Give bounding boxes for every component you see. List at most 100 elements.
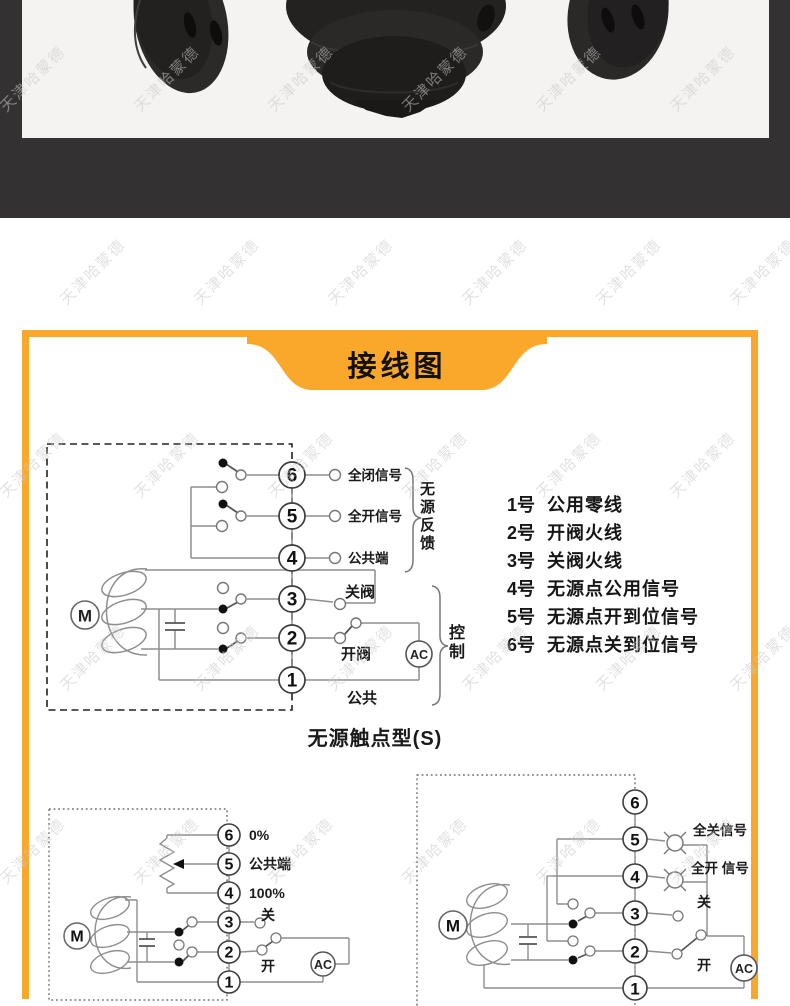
contacts	[173, 916, 282, 958]
legend-num: 5号	[507, 607, 536, 627]
ac-symbol	[730, 954, 758, 982]
legend-num: 4号	[507, 579, 536, 599]
ac-symbol	[310, 951, 336, 977]
motor-label: M	[446, 917, 460, 936]
legend-row: 3号关阀火线	[507, 546, 699, 574]
main-diagram-caption: 无源触点型(S)	[308, 726, 443, 750]
terminal-6: 6	[225, 828, 234, 845]
hundred-percent-label: 100%	[249, 885, 285, 901]
photo-left-margin	[0, 0, 22, 138]
terminal-4: 4	[287, 549, 298, 570]
zero-percent-label: 0%	[249, 827, 270, 843]
legend-num: 6号	[507, 635, 536, 655]
ac-label: AC	[735, 962, 753, 976]
dotted-border	[416, 774, 636, 1006]
terminal-3: 3	[630, 905, 639, 924]
legend-num: 2号	[507, 523, 536, 543]
actuator-dashed-border	[46, 443, 293, 711]
legend-row: 5号无源点开到位信号	[507, 602, 699, 630]
dotted-border	[48, 808, 228, 1001]
close-valve-label: 关阀	[345, 583, 375, 601]
motor-symbol	[70, 600, 100, 630]
motor-symbol	[438, 910, 468, 940]
close-label: 关	[261, 907, 275, 923]
wires	[101, 474, 420, 681]
wiring-diagram-panel: 接线图	[22, 330, 758, 1006]
capacitor-and-blades	[165, 463, 353, 649]
contacts	[215, 468, 362, 645]
full-closed-signal-label: 全关信号	[692, 822, 747, 838]
white-gap	[0, 218, 790, 330]
full-closed-signal-label: 全闭信号	[347, 467, 402, 483]
open-label: 开	[697, 957, 711, 973]
closed-contacts	[568, 919, 578, 965]
right-flange	[567, 0, 669, 80]
legend-row: 2号开阀火线	[507, 518, 699, 546]
wires	[466, 802, 745, 989]
open-label: 开	[261, 958, 275, 974]
left-flange	[133, 0, 229, 94]
terminal-3: 3	[225, 915, 234, 932]
close-label: 关	[697, 894, 711, 910]
control-label: 控制	[446, 624, 463, 662]
valve-body	[286, 0, 506, 118]
ac-label: AC	[410, 648, 428, 662]
banner-title: 接线图	[347, 351, 447, 383]
banner-ribbon	[247, 336, 547, 390]
control-brace	[431, 585, 449, 706]
wires	[90, 834, 350, 983]
legend-label: 无源点开到位信号	[547, 607, 699, 627]
lamp-symbols	[663, 831, 687, 892]
terminal-4: 4	[225, 886, 234, 903]
ac-label: AC	[314, 958, 332, 972]
terminal-5: 5	[225, 857, 234, 874]
motor-symbol	[63, 922, 91, 950]
lamp-feedback-diagram: M AC 6 5 4 3 2 1 全关信号 全开 信号 关 开	[416, 774, 758, 1006]
motor-label: M	[78, 607, 92, 626]
contacts	[567, 898, 707, 960]
legend-num: 3号	[507, 551, 536, 571]
terminal-1: 1	[287, 671, 298, 692]
legend-label: 开阀火线	[547, 523, 623, 543]
terminal-1: 1	[225, 975, 234, 992]
legend-label: 无源点公用信号	[547, 579, 680, 599]
full-open-signal-label: 全开信号	[347, 508, 402, 524]
legend-row: 6号无源点关到位信号	[507, 630, 699, 658]
common-label: 公共	[347, 690, 377, 707]
terminal-2: 2	[225, 945, 234, 962]
terminal-column: 6 5 4 3 2 1	[217, 823, 241, 994]
terminal-legend: 1号公用零线 2号开阀火线 3号关阀火线 4号无源点公用信号 5号无源点开到位信…	[507, 490, 699, 658]
ac-symbol	[405, 640, 433, 668]
potentiometer-diagram: M AC 6 5 4 3 2 1 0% 公共端 100% 关 开	[48, 808, 350, 1001]
legend-label: 无源点关到位信号	[547, 635, 699, 655]
passive-feedback-brace	[404, 467, 422, 573]
full-open-signal-label: 全开 信号	[690, 860, 749, 876]
dark-divider-bar	[0, 138, 790, 218]
terminal-5: 5	[630, 831, 639, 850]
open-valve-label: 开阀	[341, 645, 371, 663]
legend-num: 1号	[507, 495, 536, 515]
photo-right-margin	[769, 0, 790, 138]
capacitor-and-blades	[519, 915, 698, 959]
terminal-6: 6	[630, 794, 639, 813]
braces	[404, 467, 449, 706]
capacitor-and-blades	[139, 924, 274, 962]
terminal-3: 3	[287, 590, 298, 611]
legend-label: 关阀火线	[547, 551, 623, 571]
common-terminal-label: 公共端	[249, 856, 291, 872]
terminal-6: 6	[287, 466, 298, 487]
terminal-column: 6 5 4 3 2 1	[622, 789, 648, 1001]
legend-label: 公用零线	[547, 495, 623, 515]
product-photo	[133, 0, 669, 118]
product-photo-section	[0, 0, 790, 138]
terminal-4: 4	[630, 868, 640, 887]
terminal-5: 5	[287, 507, 298, 528]
legend-row: 1号公用零线	[507, 490, 699, 518]
wiper-arrow	[173, 859, 184, 869]
passive-feedback-label: 无源反馈	[418, 481, 435, 553]
main-wiring-diagram: M AC 6 5 4 3 2 1 全闭信号 全开信号 公共端 关阀 开阀 公共 …	[46, 443, 449, 750]
closed-contacts	[218, 458, 228, 654]
legend-row: 4号无源点公用信号	[507, 574, 699, 602]
common-terminal-label: 公共端	[348, 550, 389, 566]
